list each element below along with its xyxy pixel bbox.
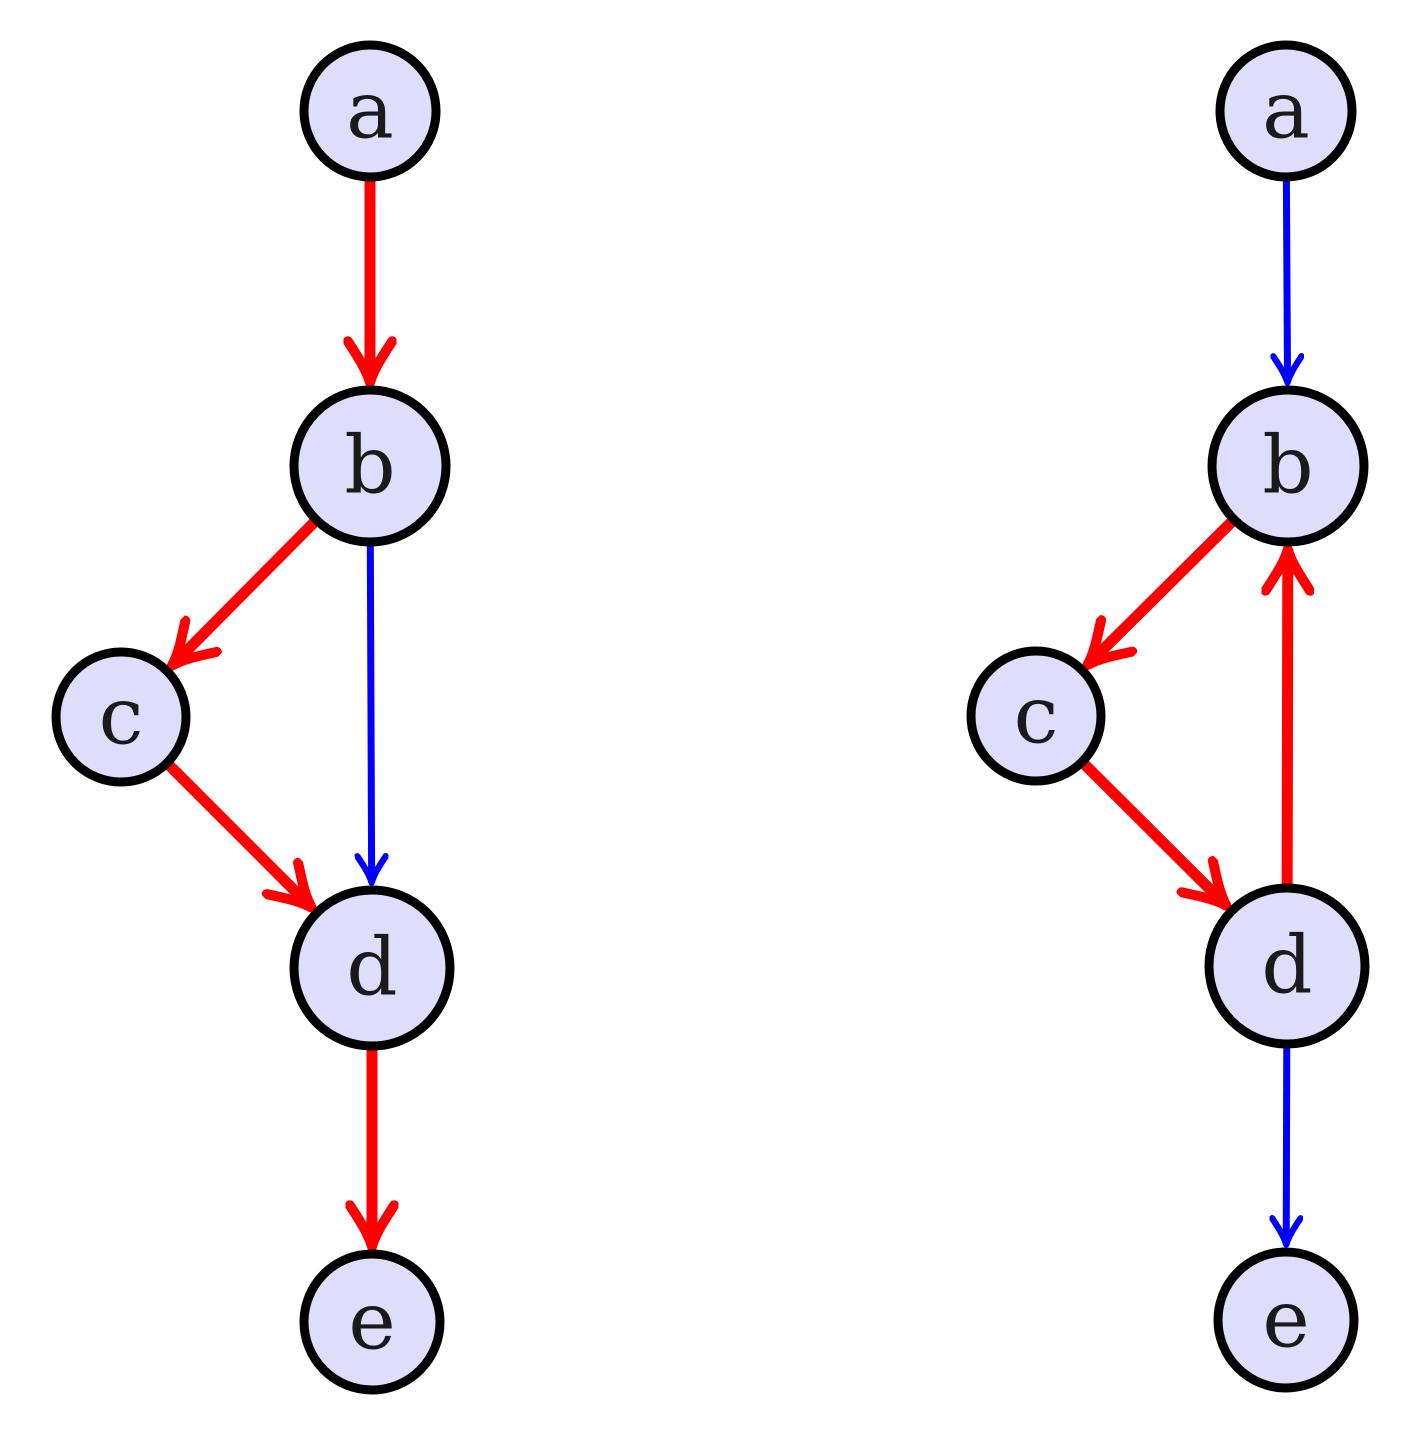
edge-b-d: [370, 544, 371, 882]
edge-c-d: [1079, 759, 1227, 906]
node-e: e: [1213, 1247, 1359, 1393]
node-b: b: [1207, 385, 1369, 547]
edge-b-c: [1087, 517, 1237, 665]
node-e-circle: [1213, 1247, 1359, 1393]
edge-c-d: [164, 760, 312, 908]
left-graph: a bcd e: [51, 40, 455, 1395]
node-b-circle: [289, 385, 451, 547]
node-b: b: [289, 385, 451, 547]
edge-b-c: [172, 517, 319, 666]
right-graph: a bcd e: [966, 40, 1370, 1393]
node-c-circle: [51, 647, 191, 787]
node-d: d: [289, 885, 455, 1051]
node-c: c: [966, 646, 1106, 786]
edge-a-b: [1286, 179, 1287, 382]
node-a-circle: [299, 40, 441, 182]
node-c: c: [51, 647, 191, 787]
edge-d-e: [1286, 1046, 1287, 1244]
node-e: e: [299, 1249, 445, 1395]
node-d-circle: [1204, 883, 1370, 1049]
node-a-circle: [1215, 40, 1357, 182]
node-d-circle: [289, 885, 455, 1051]
node-a: a: [1215, 40, 1357, 182]
node-c-circle: [966, 646, 1106, 786]
node-b-circle: [1207, 385, 1369, 547]
edge-d-b: [1287, 549, 1288, 886]
node-d: d: [1204, 883, 1370, 1049]
node-a: a: [299, 40, 441, 182]
node-e-circle: [299, 1249, 445, 1395]
